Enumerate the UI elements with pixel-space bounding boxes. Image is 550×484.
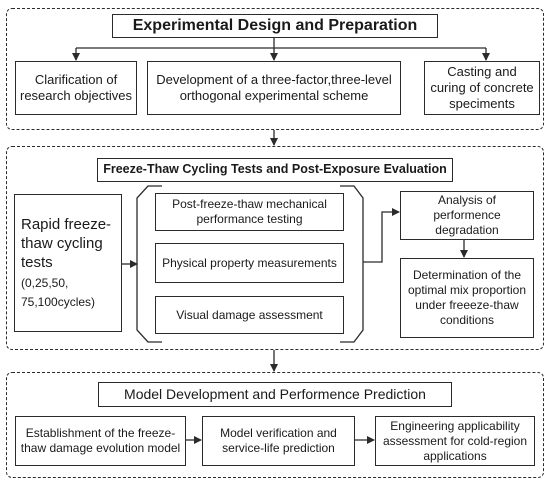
visual-damage-box: Visual damage assessment — [155, 296, 344, 334]
physical-property-box: Physical property measurements — [155, 243, 344, 283]
section2-title: Freeze-Thaw Cycling Tests and Post-Expos… — [97, 158, 453, 182]
section1-container — [6, 8, 544, 130]
mechanical-testing-box: Post-freeze-thaw mechanical performance … — [155, 193, 344, 231]
section2-container — [6, 146, 544, 350]
rapid-test-label: Rapid freeze-thaw cycling tests — [21, 215, 112, 271]
section3-container — [6, 372, 544, 478]
damage-model-box: Establishment of the freeze-thaw damage … — [15, 416, 186, 466]
casting-curing-box: Casting and curing of concrete speciment… — [424, 61, 540, 115]
orthogonal-scheme-box: Development of a three-factor,three-leve… — [147, 61, 401, 115]
section3-title: Model Development and Performence Predic… — [98, 382, 452, 407]
section1-title: Experimental Design and Preparation — [112, 14, 438, 38]
optimal-mix-box: Determination of the optimal mix proport… — [400, 258, 534, 338]
verification-prediction-box: Model verification and service-life pred… — [202, 416, 355, 466]
performance-degradation-box: Analysis of performence degradation — [400, 191, 534, 240]
rapid-cycles-label: (0,25,50, 75,100cycles) — [21, 276, 96, 309]
applicability-assessment-box: Engineering applicability assessment for… — [375, 416, 535, 466]
rapid-freeze-thaw-box: Rapid freeze-thaw cycling tests (0,25,50… — [14, 194, 122, 332]
research-objectives-box: Clarification of research objectives — [15, 61, 137, 115]
